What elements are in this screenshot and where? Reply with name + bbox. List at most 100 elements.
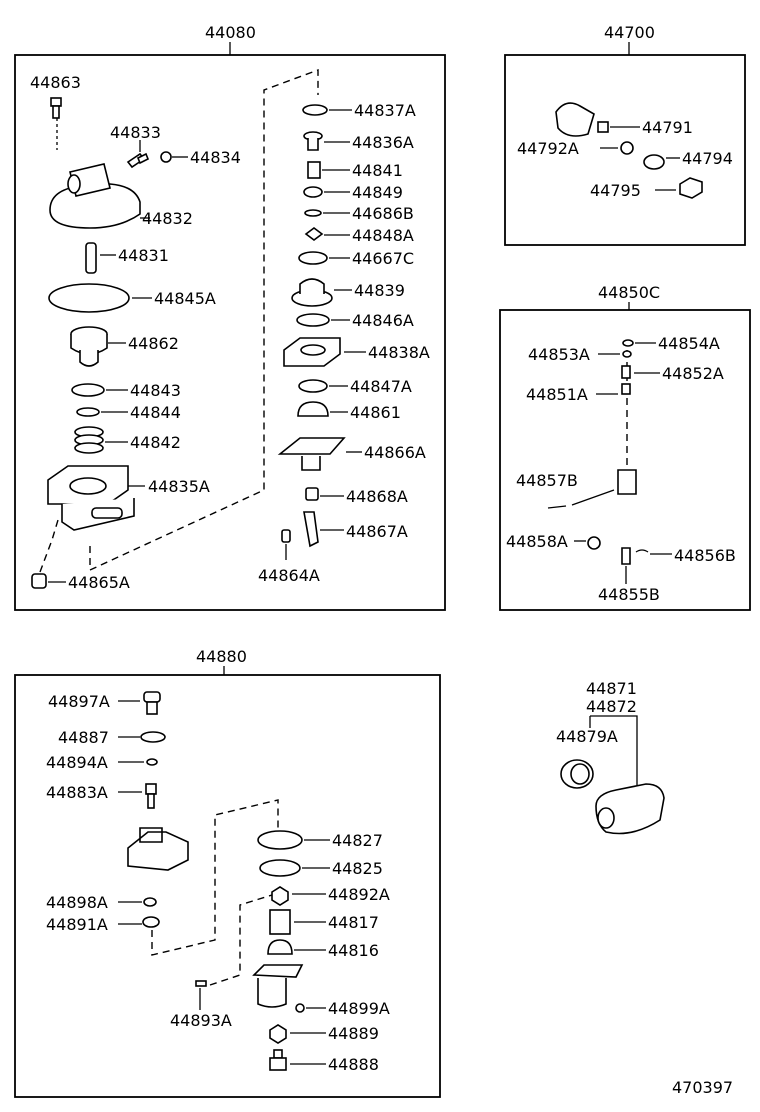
part-44848A[interactable]: 44848A — [304, 226, 414, 245]
part-44855B-lever[interactable]: 44855B — [598, 547, 660, 604]
part-label: 44887 — [58, 728, 109, 747]
part-label: 44833 — [110, 123, 161, 142]
assembly-dash-line — [89, 68, 319, 572]
part-label: 44894A — [46, 753, 108, 772]
part-44849[interactable]: 44849 — [303, 183, 403, 202]
assembly-44880: 44880 44897A 44887 44894A 44883A 44898A — [14, 647, 441, 1098]
part-44846A[interactable]: 44846A — [296, 311, 414, 330]
part-label: 44841 — [352, 161, 403, 180]
part-44841-spring[interactable]: 44841 — [307, 161, 403, 180]
part-44836A[interactable]: 44836A — [303, 131, 414, 152]
part-label: 44849 — [352, 183, 403, 202]
part-44891A[interactable]: 44891A — [46, 915, 160, 934]
part-44865A-plug[interactable]: 44865A — [31, 519, 130, 592]
part-label: 44865A — [68, 573, 130, 592]
part-label: 44862 — [128, 334, 179, 353]
part-label: 44883A — [46, 783, 108, 802]
part-label: 44847A — [350, 377, 412, 396]
part-label: 44837A — [354, 101, 416, 120]
part-44898A[interactable]: 44898A — [46, 893, 157, 912]
part-44857B-pin[interactable]: 44857B — [516, 471, 615, 509]
part-label: 44889 — [328, 1024, 379, 1043]
part-44795[interactable]: 44795 — [590, 177, 703, 200]
part-44887[interactable]: 44887 — [58, 728, 166, 747]
part-44853A[interactable]: 44853A — [528, 345, 632, 364]
part-label: 44899A — [328, 999, 390, 1018]
part-label: 44794 — [682, 149, 733, 168]
part-44842-spring[interactable]: 44842 — [74, 426, 181, 454]
part-44862-piston[interactable]: 44862 — [70, 326, 179, 367]
part-label: 44855B — [598, 585, 660, 604]
part-label: 44791 — [642, 118, 693, 137]
part-44794[interactable]: 44794 — [643, 149, 733, 170]
part-label: 44867A — [346, 522, 408, 541]
part-44899A[interactable]: 44899A — [295, 999, 390, 1018]
part-44883A[interactable]: 44883A — [46, 783, 157, 809]
part-label: 44832 — [142, 209, 193, 228]
part-44792A[interactable]: 44792A — [517, 139, 634, 158]
assembly-title: 44880 — [196, 647, 247, 666]
part-44866A-cover[interactable]: 44866A — [277, 437, 426, 471]
part-44861[interactable]: 44861 — [297, 401, 401, 422]
assembly-frame — [504, 54, 746, 246]
part-44889-nut[interactable]: 44889 — [269, 1024, 379, 1044]
part-label: 44844 — [130, 403, 181, 422]
part-label: 44861 — [350, 403, 401, 422]
assembly-44871-44872: 44871 44872 44879A — [556, 679, 665, 835]
assembly-title-44872: 44872 — [586, 697, 637, 716]
part-44667C[interactable]: 44667C — [298, 249, 414, 268]
part-label: 44863 — [30, 73, 81, 92]
part-label: 44868A — [346, 487, 408, 506]
part-44847A[interactable]: 44847A — [298, 377, 412, 396]
title-leader — [589, 715, 638, 790]
part-label: 44795 — [590, 181, 641, 200]
part-label: 44891A — [46, 915, 108, 934]
part-label: 44854A — [658, 334, 720, 353]
part-44893A-pin[interactable]: 44893A — [170, 980, 232, 1030]
part-44864A-screw[interactable]: 44864A — [258, 529, 320, 585]
part-44892A-nut[interactable]: 44892A — [271, 885, 390, 906]
part-44888-bolt[interactable]: 44888 — [269, 1049, 379, 1074]
part-label: 44838A — [368, 343, 430, 362]
part-44837A[interactable]: 44837A — [302, 101, 416, 120]
assembly-title-44871: 44871 — [586, 679, 637, 698]
part-44845A-gasket[interactable]: 44845A — [48, 283, 216, 313]
part-44831-valve[interactable]: 44831 — [85, 242, 169, 274]
part-44839[interactable]: 44839 — [291, 278, 405, 307]
part-label: 44893A — [170, 1011, 232, 1030]
part-44851A[interactable]: 44851A — [526, 383, 631, 404]
part-label: 44836A — [352, 133, 414, 152]
part-44825[interactable]: 44825 — [259, 859, 383, 878]
part-44835A-body[interactable]: 44835A — [47, 465, 210, 531]
part-44852A-spring[interactable]: 44852A — [621, 364, 724, 383]
part-44834-nut[interactable]: 44834 — [160, 148, 241, 167]
part-44844-oring[interactable]: 44844 — [76, 403, 181, 422]
part-label: 44834 — [190, 148, 241, 167]
part-label: 44667C — [352, 249, 414, 268]
part-44817-spring[interactable]: 44817 — [269, 909, 379, 935]
part-label: 44686B — [352, 204, 414, 223]
part-44879A[interactable]: 44879A — [556, 727, 618, 789]
part-44868A[interactable]: 44868A — [305, 487, 408, 506]
part-label: 44817 — [328, 913, 379, 932]
assembly-title: 44700 — [604, 23, 655, 42]
part-44833-nipple[interactable]: 44833 — [110, 123, 161, 169]
part-44856B[interactable]: 44856B — [635, 546, 736, 565]
part-44854A[interactable]: 44854A — [622, 334, 720, 353]
assembly-44850C: 44850C 44854A 44853A 44852A 44851A 44857… — [499, 283, 751, 611]
part-44816[interactable]: 44816 — [267, 939, 379, 960]
part-label: 44851A — [526, 385, 588, 404]
part-44863-bolt[interactable]: 44863 — [30, 73, 81, 150]
lower-housing-drawing — [252, 964, 304, 1008]
part-44686B[interactable]: 44686B — [304, 204, 414, 223]
part-44858A[interactable]: 44858A — [506, 532, 601, 551]
part-44827-diaphragm[interactable]: 44827 — [257, 830, 383, 850]
part-44791[interactable]: 44791 — [597, 118, 693, 137]
part-44832-cover[interactable]: 44832 — [49, 163, 193, 229]
part-label: 44842 — [130, 433, 181, 452]
part-44894A[interactable]: 44894A — [46, 753, 158, 772]
part-44843-oring[interactable]: 44843 — [71, 381, 181, 400]
part-44867A-pipe[interactable]: 44867A — [303, 511, 408, 548]
part-44838A-housing[interactable]: 44838A — [283, 337, 430, 367]
part-44897A-plug[interactable]: 44897A — [48, 691, 161, 715]
